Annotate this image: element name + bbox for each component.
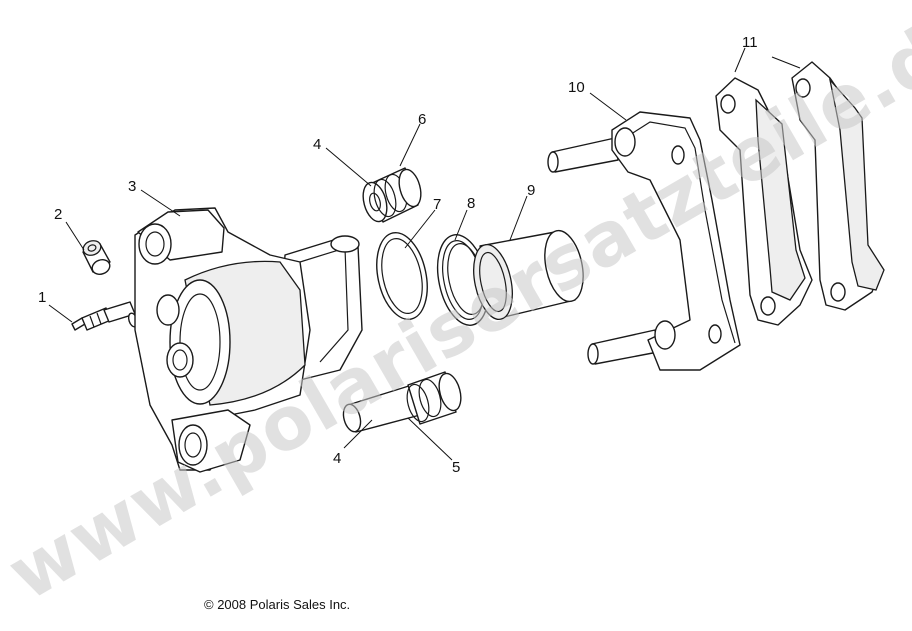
callout-3: 3 <box>128 178 136 195</box>
callout-10: 10 <box>568 79 585 96</box>
copyright-notice: © 2008 Polaris Sales Inc. <box>204 597 351 612</box>
callout-4-lower: 4 <box>333 450 341 467</box>
part-9-piston <box>473 229 584 321</box>
callout-numbers: 1 2 3 4 6 7 8 9 10 11 4 5 <box>38 34 758 476</box>
part-11-brake-pad-right <box>791 61 885 311</box>
callout-7: 7 <box>433 196 441 213</box>
leader-lines <box>48 47 801 461</box>
part-2-bushing <box>82 240 111 275</box>
callout-8: 8 <box>467 195 475 212</box>
part-11-brake-pad-left <box>715 77 813 326</box>
callout-2: 2 <box>54 206 62 223</box>
part-7-seal-ring <box>376 231 428 321</box>
callout-6: 6 <box>418 111 426 128</box>
callout-1: 1 <box>38 289 46 306</box>
callout-4-upper: 4 <box>313 136 321 153</box>
callout-5: 5 <box>452 459 460 476</box>
part-1-bleeder-screw <box>71 301 139 331</box>
part-10-caliper-bracket <box>547 111 741 371</box>
part-6-boot-upper <box>362 167 422 223</box>
callout-9: 9 <box>527 182 535 199</box>
part-3-caliper-body <box>134 207 363 473</box>
callout-11: 11 <box>742 34 758 51</box>
part-5-guide-pin <box>342 371 462 433</box>
